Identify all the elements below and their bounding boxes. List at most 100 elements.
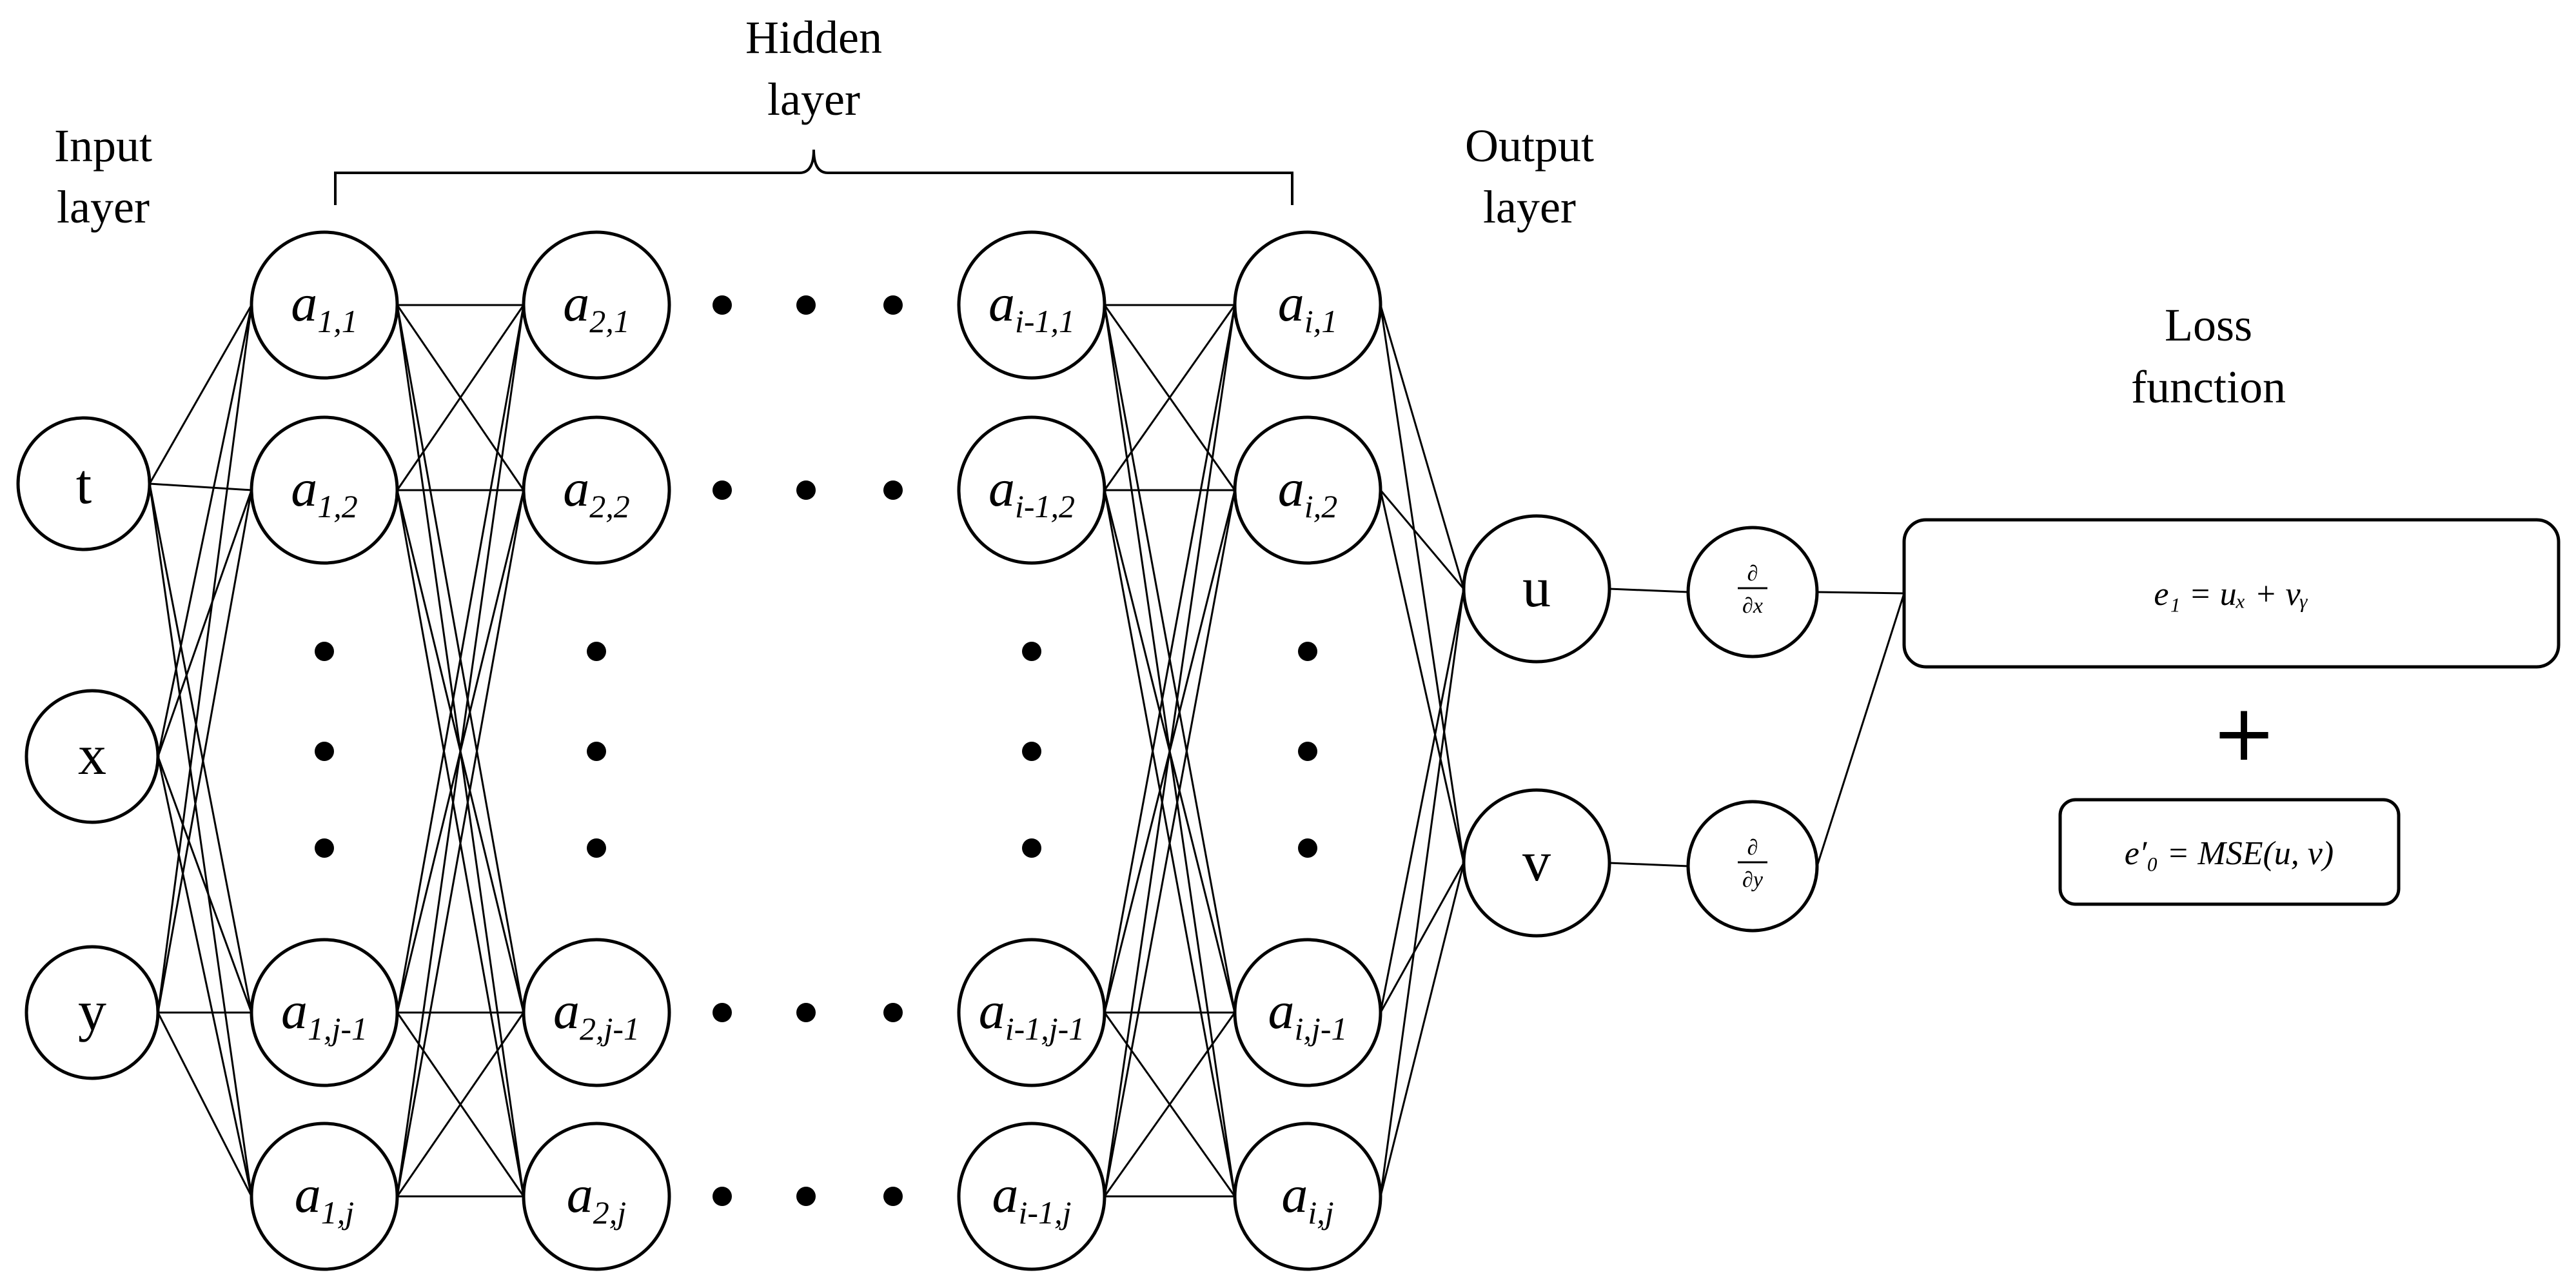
- node-subscript: i,1: [1304, 303, 1337, 339]
- edge-input-hidden: [148, 483, 253, 1197]
- output-layer-label-line2: layer: [1483, 181, 1576, 233]
- node-subscript: i,2: [1304, 488, 1337, 524]
- vertical-ellipsis-dot: [1022, 642, 1041, 661]
- hidden-node-a-i-1-2: ai-1,2: [957, 415, 1106, 565]
- edge-hidden-hidden: [1103, 1012, 1236, 1197]
- horizontal-ellipsis-dot: [883, 295, 903, 315]
- edge-hidden-output: [1379, 588, 1465, 1013]
- hidden-node-a-1-2: a1,2: [250, 415, 399, 565]
- edge-hidden-hidden: [1103, 304, 1236, 1197]
- edge-input-hidden: [157, 756, 253, 1197]
- horizontal-ellipsis-dot: [796, 1003, 816, 1022]
- node-letter: a: [291, 459, 317, 517]
- residual-equation: e₁ = uₓ + vᵧ: [2154, 576, 2308, 613]
- input-node-label: t: [76, 453, 92, 516]
- hidden-node-a-i-1-1: ai-1,1: [957, 230, 1106, 380]
- edge-output-derivative: [1609, 588, 1689, 593]
- vertical-ellipsis-dot: [315, 742, 334, 761]
- node-letter: a: [1278, 459, 1304, 517]
- input-node-label: x: [78, 724, 106, 787]
- vertical-ellipsis-dot: [1298, 742, 1317, 761]
- hidden-node-a-2-j: a2,j: [522, 1122, 671, 1271]
- hidden-node-a-i-j-1: ai,j-1: [1233, 938, 1382, 1087]
- edge-hidden-hidden: [396, 304, 525, 1197]
- data-equation: e′₀ = MSE(u, v): [2125, 835, 2334, 872]
- output-node-u: u: [1462, 514, 1611, 664]
- svg-text:a2,2: a2,2: [563, 459, 630, 524]
- edge-input-hidden: [157, 490, 253, 1013]
- node-letter: a: [563, 273, 589, 332]
- ellipsis-dots: [315, 295, 1317, 1206]
- edge-hidden-output: [1379, 304, 1465, 864]
- input-layer-label-line1: Input: [54, 120, 152, 172]
- svg-text:ai-1,j: ai-1,j: [992, 1165, 1072, 1231]
- derivative-numerator: ∂: [1747, 836, 1758, 860]
- svg-text:a2,j: a2,j: [567, 1165, 626, 1231]
- hidden-node-a-i-j: ai,j: [1233, 1122, 1382, 1271]
- edge-derivative-loss: [1816, 593, 1905, 867]
- node-letter: a: [567, 1165, 593, 1223]
- edge-hidden-output: [1379, 862, 1465, 1013]
- hidden-node-a-i-1: ai,1: [1233, 230, 1382, 380]
- input-node-label: y: [78, 980, 106, 1043]
- node-letter: a: [1278, 273, 1304, 332]
- hidden-node-a-2-j-1: a2,j-1: [522, 938, 671, 1087]
- node-subscript: 1,j-1: [308, 1011, 368, 1047]
- edge-hidden-hidden: [396, 490, 525, 1197]
- edge-hidden-output: [1379, 490, 1465, 589]
- vertical-ellipsis-dot: [587, 838, 606, 858]
- node-subscript: 2,j-1: [580, 1011, 640, 1047]
- horizontal-ellipsis-dot: [713, 295, 732, 315]
- horizontal-ellipsis-dot: [883, 480, 903, 500]
- vertical-ellipsis-dot: [315, 642, 334, 661]
- horizontal-ellipsis-dot: [713, 1187, 732, 1206]
- vertical-ellipsis-dot: [587, 742, 606, 761]
- node-subscript: 1,j: [321, 1194, 354, 1231]
- svg-text:ai-1,j-1: ai-1,j-1: [979, 981, 1085, 1047]
- node-letter: a: [979, 981, 1005, 1040]
- svg-text:a2,j-1: a2,j-1: [553, 981, 640, 1047]
- residual-loss-box: e₁ = uₓ + vᵧ: [1902, 518, 2561, 669]
- horizontal-ellipsis-dot: [713, 480, 732, 500]
- svg-text:ai,j: ai,j: [1281, 1165, 1333, 1231]
- svg-text:ai,2: ai,2: [1278, 459, 1337, 524]
- vertical-ellipsis-dot: [587, 642, 606, 661]
- edge-hidden-hidden: [396, 304, 525, 1013]
- svg-text:a1,2: a1,2: [291, 459, 358, 524]
- input-layer-label-line2: layer: [57, 181, 150, 233]
- derivative-node-dy: ∂ ∂y: [1686, 800, 1819, 933]
- node-letter: a: [291, 273, 317, 332]
- horizontal-ellipsis-dot: [883, 1003, 903, 1022]
- edge-output-derivative: [1609, 862, 1689, 867]
- hidden-node-a-1-j-1: a1,j-1: [250, 938, 399, 1087]
- network-edges: [148, 304, 1905, 1198]
- node-subscript: i-1,2: [1015, 488, 1075, 524]
- node-subscript: 2,1: [589, 303, 630, 339]
- edge-input-hidden: [157, 1012, 253, 1197]
- edge-input-hidden: [157, 756, 253, 1013]
- horizontal-ellipsis-dot: [883, 1187, 903, 1206]
- node-letter: a: [281, 981, 308, 1040]
- derivative-numerator: ∂: [1747, 562, 1758, 586]
- hidden-node-a-i-1-j-1: ai-1,j-1: [957, 938, 1106, 1087]
- node-subscript: i-1,j-1: [1005, 1011, 1085, 1047]
- data-loss-box: e′₀ = MSE(u, v): [2058, 798, 2401, 906]
- hidden-layer-brace: [334, 149, 1293, 205]
- node-subscript: i,j: [1308, 1194, 1333, 1231]
- hidden-node-a-i-2: ai,2: [1233, 415, 1382, 565]
- plus-sign: +: [2212, 689, 2277, 778]
- horizontal-ellipsis-dot: [796, 480, 816, 500]
- hidden-node-a-i-1-j: ai-1,j: [957, 1122, 1106, 1271]
- svg-text:a1,j: a1,j: [295, 1165, 354, 1231]
- vertical-ellipsis-dot: [315, 838, 334, 858]
- node-subscript: i,j-1: [1295, 1011, 1348, 1047]
- node-subscript: 2,j: [593, 1194, 626, 1231]
- node-subscript: 2,2: [589, 488, 630, 524]
- node-letter: a: [295, 1165, 321, 1223]
- edge-hidden-hidden: [1103, 304, 1236, 491]
- horizontal-ellipsis-dot: [796, 295, 816, 315]
- edge-input-hidden: [148, 483, 253, 1013]
- node-letter: a: [992, 1165, 1019, 1223]
- edge-input-hidden: [149, 482, 252, 491]
- node-subscript: i-1,1: [1015, 303, 1075, 339]
